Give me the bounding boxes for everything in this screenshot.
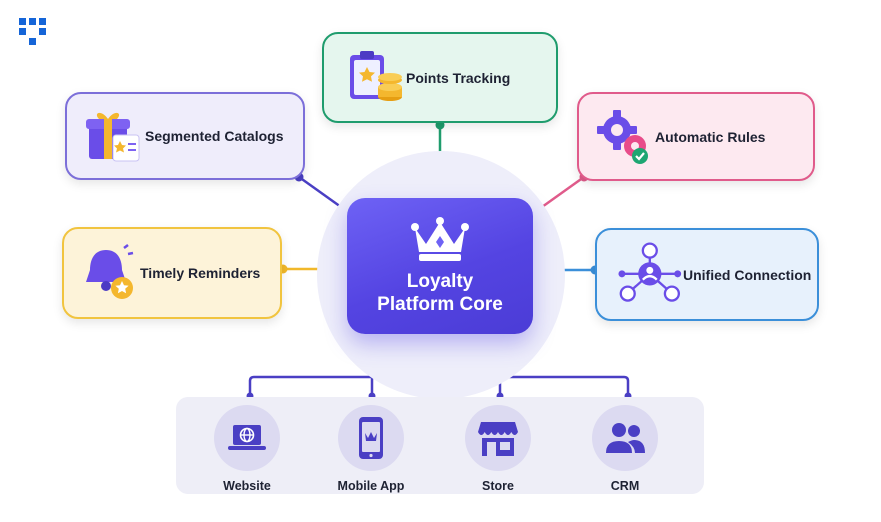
feature-segmented-catalogs: Segmented Catalogs — [65, 92, 305, 180]
channel-icon-circle — [214, 405, 280, 471]
channel-label: CRM — [610, 479, 640, 493]
clipboard-coins-icon — [350, 50, 402, 101]
channel-crm: CRM — [565, 405, 685, 493]
storefront-icon — [478, 422, 518, 456]
crown-icon — [411, 217, 469, 261]
feature-label: Points Tracking — [406, 69, 511, 86]
users-icon — [606, 423, 645, 453]
channel-icon-circle — [465, 405, 531, 471]
channel-store: Store — [438, 405, 558, 493]
feature-label: Unified Connection — [683, 266, 812, 283]
feature-label: Timely Reminders — [140, 265, 261, 281]
network-hub-icon — [618, 241, 682, 302]
brand-logo — [19, 18, 47, 46]
channel-label: Store — [482, 479, 514, 493]
channel-website: Website — [187, 405, 307, 493]
core-title: Loyalty Platform Core — [347, 270, 533, 316]
gift-catalog-icon — [86, 112, 140, 162]
laptop-globe-icon — [228, 425, 266, 450]
channel-mobile-app: Mobile App — [311, 405, 431, 493]
feature-unified-connection: Unified Connection — [595, 228, 819, 321]
channel-label: Mobile App — [337, 479, 405, 493]
bell-star-icon — [86, 244, 134, 299]
feature-points-tracking: Points Tracking — [322, 32, 558, 123]
loyalty-core-card: Loyalty Platform Core — [347, 198, 533, 334]
channel-icon-circle — [592, 405, 658, 471]
channel-icon-circle — [338, 405, 404, 471]
core-title-line1: Loyalty — [406, 271, 474, 292]
core-title-line2: Platform Core — [377, 294, 503, 315]
feature-label: Segmented Catalogs — [145, 128, 284, 144]
gears-check-icon — [597, 109, 648, 164]
smartphone-icon — [359, 417, 383, 459]
feature-label: Automatic Rules — [655, 128, 766, 145]
channel-label: Website — [223, 479, 271, 493]
feature-timely-reminders: Timely Reminders — [62, 227, 282, 319]
feature-automatic-rules: Automatic Rules — [577, 92, 815, 181]
